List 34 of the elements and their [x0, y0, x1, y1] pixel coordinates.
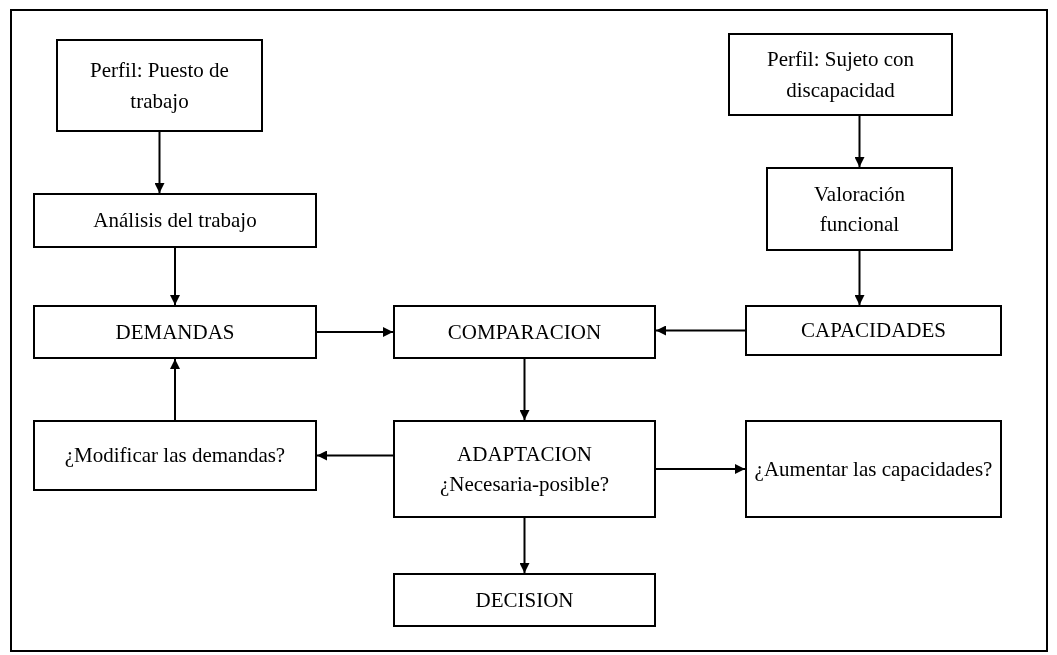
- process-box: [393, 420, 656, 518]
- box-text: Perfil: Puesto de trabajo: [89, 57, 230, 115]
- arrow: [519, 517, 530, 574]
- arrow: [854, 250, 865, 306]
- arrow: [854, 115, 865, 168]
- arrow: [655, 325, 746, 336]
- process-box: [56, 39, 263, 132]
- box-text: ¿Aumentar las capacidades?: [754, 455, 993, 483]
- box-text: Análisis del trabajo: [93, 207, 257, 235]
- process-box: [33, 420, 317, 491]
- box-text: COMPARACION: [447, 318, 602, 346]
- box-text: Valoración funcional: [813, 180, 906, 238]
- arrow: [170, 358, 180, 421]
- arrow: [316, 450, 394, 461]
- box-text: ADAPTACION: [457, 440, 592, 468]
- box-text: ¿Necesaria-posible?: [439, 471, 610, 498]
- process-box: [33, 193, 317, 248]
- process-box: [393, 305, 656, 359]
- process-box: [33, 305, 317, 359]
- box-text: ¿Modificar las demandas?: [64, 442, 286, 470]
- box-text: Perfil: Sujeto con discapacidad: [766, 46, 915, 104]
- box-text: DEMANDAS: [115, 318, 235, 346]
- arrow: [655, 464, 746, 474]
- box-text: DECISION: [475, 586, 574, 614]
- arrow: [519, 358, 530, 421]
- process-box: [745, 420, 1002, 518]
- arrow: [316, 327, 394, 337]
- box-text: CAPACIDADES: [800, 317, 947, 345]
- process-box: [728, 33, 953, 116]
- arrow: [154, 131, 165, 194]
- arrow: [170, 247, 180, 306]
- process-box: [745, 305, 1002, 356]
- process-box: [393, 573, 656, 627]
- process-box: [766, 167, 953, 251]
